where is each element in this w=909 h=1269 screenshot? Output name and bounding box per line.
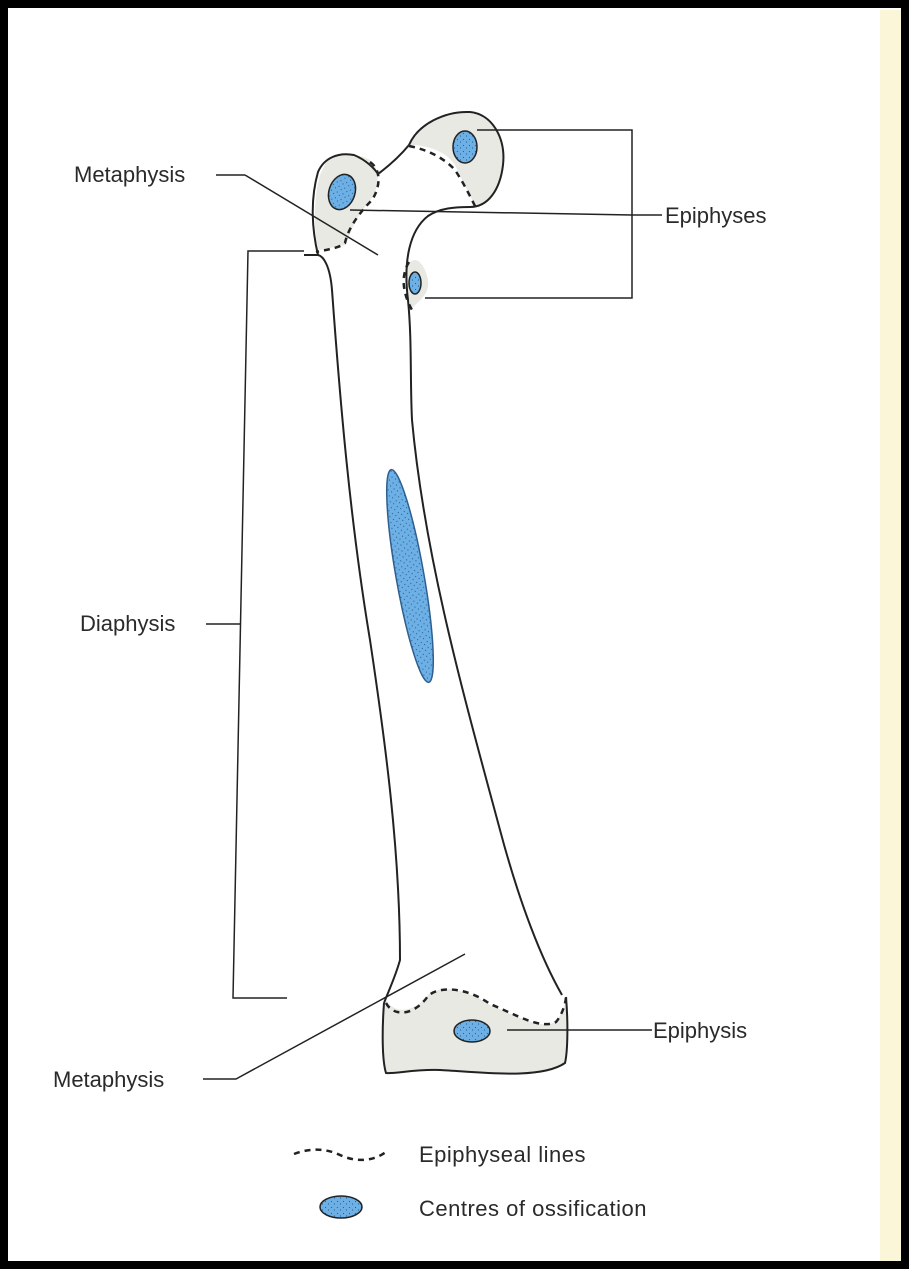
legend-ossification-icon [320,1196,362,1218]
legend-epiphyseal-lines: Epiphyseal lines [419,1142,586,1167]
ossification-centre-head [453,131,477,163]
paper-edge [880,10,904,1265]
legend-centres-of-ossification: Centres of ossification [419,1196,647,1221]
ossification-centre-distal [454,1020,490,1042]
ossification-centre-lesser-trochanter [409,272,421,294]
label-epiphysis: Epiphysis [653,1018,747,1043]
label-metaphysis-top: Metaphysis [74,162,185,187]
label-epiphyses: Epiphyses [665,203,767,228]
label-diaphysis: Diaphysis [80,611,175,636]
label-metaphysis-bottom: Metaphysis [53,1067,164,1092]
